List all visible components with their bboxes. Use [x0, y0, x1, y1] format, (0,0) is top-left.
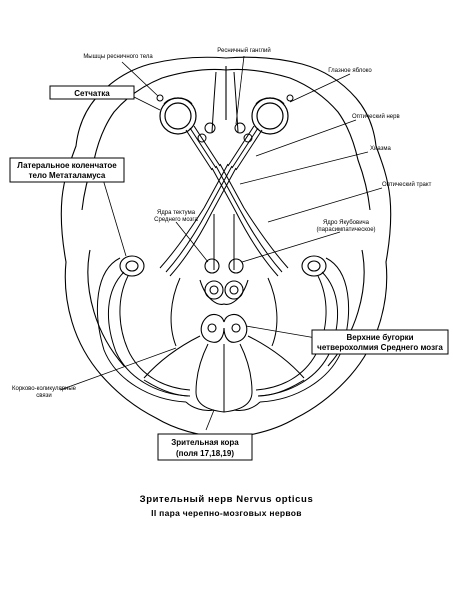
lateral-geniculate-bodies: [119, 255, 327, 277]
label-ciliary-muscles: Мышцы ресничного тела: [83, 54, 153, 60]
caption-subtitle: II пара черепно-мозговых нервов: [151, 508, 302, 518]
label-chiasm: Хиазма: [370, 146, 391, 152]
left-eyeball: [159, 97, 197, 135]
label-corticocollicular-2: связи: [36, 393, 51, 399]
occipital-region: [143, 343, 305, 413]
label-optic-nerve: Оптический нерв: [352, 113, 400, 120]
label-lgn-2: тело Метаталамуса: [29, 171, 106, 180]
label-ciliary-muscles-text: Мышцы ресничного тела: [83, 54, 153, 60]
optic-chiasm: [203, 163, 245, 213]
label-tectum-nuclei-1: Ядра тектума: [157, 210, 196, 216]
label-corticocollicular-1: Корково-коликулярные: [12, 386, 77, 392]
label-eyeball: Глазное яблоко: [328, 68, 372, 74]
boxed-label-superior-colliculi: Верхние бугорки четверохолмия Среднего м…: [311, 329, 449, 355]
right-eyeball: [251, 97, 289, 135]
boxed-label-visual-cortex: Зрительная кора (поля 17,18,19): [157, 433, 253, 461]
caption-title: Зрительный нерв Nervus opticus: [139, 494, 314, 505]
label-sc-2: четверохолмия Среднего мозга: [317, 343, 443, 352]
corticocollicular-fibers: [143, 277, 305, 379]
label-vc-2: (поля 17,18,19): [176, 449, 234, 458]
boxed-label-lateral-geniculate: Латеральное коленчатое тело Метаталамуса: [9, 157, 125, 183]
label-optic-tract: Оптический тракт: [382, 181, 432, 188]
ciliary-ganglia: [156, 94, 294, 143]
optic-radiations: [96, 257, 350, 403]
label-group: Мышцы ресничного тела Ресничный ганглий …: [12, 47, 432, 399]
label-ciliary-ganglion: Ресничный ганглий: [217, 47, 270, 54]
label-retina: Сетчатка: [74, 89, 110, 98]
label-yakubovich-2: (парасимпатическое): [316, 227, 375, 233]
label-tectum-nuclei-2: Среднего мозга: [154, 217, 198, 223]
label-yakubovich-1: Ядро Якубовича: [323, 220, 370, 226]
boxed-label-retina: Сетчатка: [49, 85, 135, 100]
superior-colliculi: [200, 313, 248, 343]
brain-outline: [60, 56, 392, 439]
label-vc-1: Зрительная кора: [171, 438, 239, 447]
midbrain-nuclei: [199, 258, 249, 305]
leader-lines: [59, 55, 383, 431]
label-sc-1: Верхние бугорки: [346, 333, 413, 342]
optic-nerves: [185, 71, 263, 171]
label-lgn-1: Латеральное коленчатое: [17, 161, 117, 170]
optic-tracts: [159, 207, 289, 277]
